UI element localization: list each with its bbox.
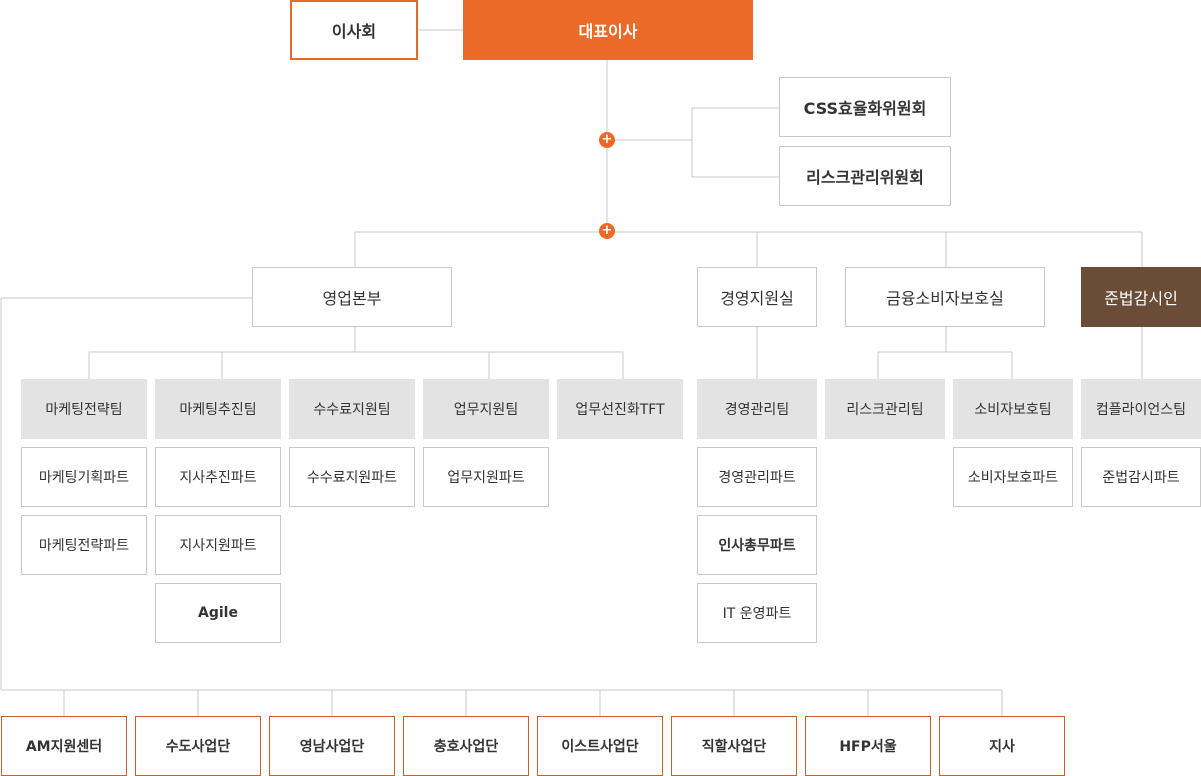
- part-it-operations: IT 운영파트: [697, 583, 817, 643]
- team-consumer-protection: 소비자보호팀: [953, 379, 1073, 439]
- part-marketing-strategy: 마케팅전략파트: [21, 515, 147, 575]
- branch-capital-region: 수도사업단: [135, 716, 261, 776]
- part-agile: Agile: [155, 583, 281, 643]
- branch-chungho: 충호사업단: [403, 716, 529, 776]
- branch-hfp-seoul: HFP서울: [805, 716, 931, 776]
- branch-office: 지사: [939, 716, 1065, 776]
- dept-compliance-officer: 준법감시인: [1081, 267, 1201, 327]
- part-hr-general-affairs: 인사총무파트: [697, 515, 817, 575]
- dept-consumer-protection: 금융소비자보호실: [845, 267, 1045, 327]
- dept-management-support: 경영지원실: [697, 267, 817, 327]
- team-compliance: 컴플라이언스팀: [1081, 379, 1201, 439]
- branch-direct: 직할사업단: [671, 716, 797, 776]
- part-branch-support: 지사지원파트: [155, 515, 281, 575]
- part-management: 경영관리파트: [697, 447, 817, 507]
- team-marketing-promotion: 마케팅추진팀: [155, 379, 281, 439]
- team-risk-management: 리스크관리팀: [825, 379, 945, 439]
- branch-east: 이스트사업단: [537, 716, 663, 776]
- dept-sales-hq: 영업본부: [252, 267, 452, 327]
- part-compliance-monitoring: 준법감시파트: [1081, 447, 1201, 507]
- part-branch-promotion: 지사추진파트: [155, 447, 281, 507]
- committee-css-efficiency: CSS효율화위원회: [779, 77, 951, 137]
- part-consumer-protection: 소비자보호파트: [953, 447, 1073, 507]
- team-management: 경영관리팀: [697, 379, 817, 439]
- plus-icon[interactable]: +: [599, 132, 615, 148]
- board-box: 이사회: [290, 0, 418, 60]
- team-business-advancement-tft: 업무선진화TFT: [557, 379, 683, 439]
- branch-am-support-center: AM지원센터: [1, 716, 127, 776]
- part-marketing-planning: 마케팅기획파트: [21, 447, 147, 507]
- ceo-box: 대표이사: [463, 0, 753, 60]
- part-business-support: 업무지원파트: [423, 447, 549, 507]
- team-business-support: 업무지원팀: [423, 379, 549, 439]
- branch-yeongnam: 영남사업단: [269, 716, 395, 776]
- team-commission-support: 수수료지원팀: [289, 379, 415, 439]
- team-marketing-strategy: 마케팅전략팀: [21, 379, 147, 439]
- committee-risk-management: 리스크관리위원회: [779, 146, 951, 206]
- part-commission-support: 수수료지원파트: [289, 447, 415, 507]
- plus-icon[interactable]: +: [599, 223, 615, 239]
